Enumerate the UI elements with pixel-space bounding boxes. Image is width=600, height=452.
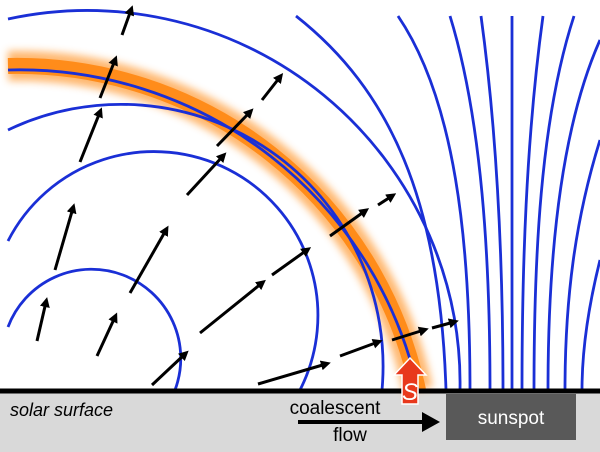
arrow: [150, 350, 189, 387]
arrow: [431, 318, 459, 330]
field-line: [6, 267, 183, 391]
s-marker: S: [392, 356, 428, 406]
field-line: [295, 14, 448, 391]
arrow: [120, 5, 135, 36]
highlight-band: [7, 50, 433, 394]
arrow: [78, 107, 103, 163]
s-marker-label: S: [402, 379, 418, 406]
surface-label: solar surface: [10, 400, 113, 420]
field-line: [7, 9, 462, 391]
field-line: [479, 15, 505, 391]
field-line: [7, 68, 420, 391]
field-line: [546, 39, 600, 391]
sunspot-box: [446, 394, 576, 440]
arrow: [53, 203, 77, 271]
arrow: [271, 247, 312, 277]
field-line: [6, 150, 320, 391]
field-line: [448, 15, 492, 391]
arrow: [185, 152, 227, 197]
field-lines-arcs: [6, 9, 462, 391]
arrow: [199, 279, 266, 335]
flow-label-line2: flow: [333, 425, 367, 446]
flow-arrow: [298, 412, 440, 432]
arrow: [257, 360, 331, 386]
arrow: [329, 208, 370, 238]
sunspot-label: sunspot: [478, 408, 545, 429]
flow-label-line1: coalescent: [290, 398, 382, 419]
arrow: [95, 312, 118, 357]
field-line: [563, 139, 600, 391]
flow-arrows: [35, 5, 459, 387]
arrow: [391, 326, 429, 342]
arrow: [339, 339, 383, 358]
arrow: [260, 73, 284, 101]
field-line: [7, 102, 385, 391]
field-line: [532, 15, 576, 391]
field-line: [580, 259, 600, 391]
arrow: [128, 225, 169, 294]
arrow: [98, 55, 118, 99]
field-lines-sunspot: [295, 14, 600, 391]
arrow: [215, 108, 254, 148]
arrow: [35, 297, 50, 342]
arrow: [377, 193, 397, 207]
field-line: [520, 15, 545, 391]
field-line: [396, 15, 472, 391]
